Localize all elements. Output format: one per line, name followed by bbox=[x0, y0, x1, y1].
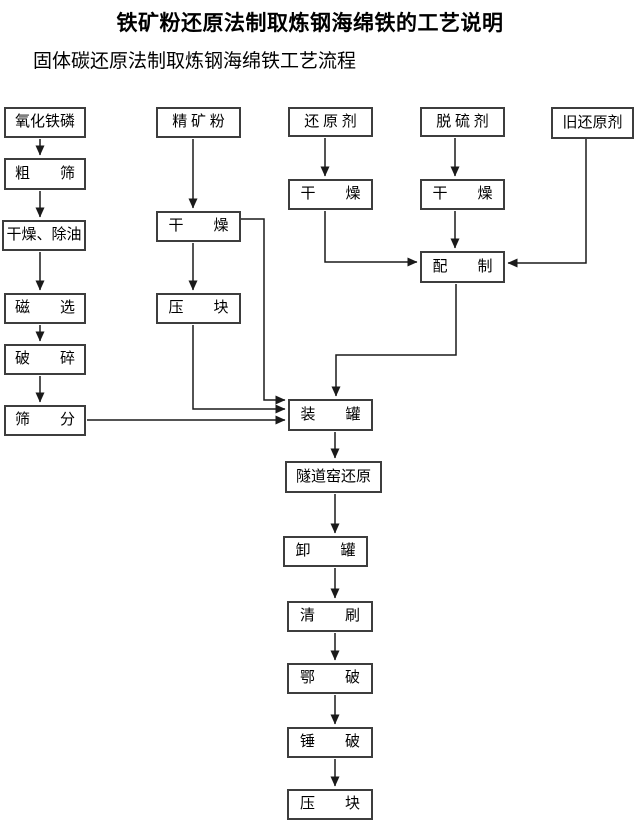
page-subtitle: 固体碳还原法制取炼钢海绵铁工艺流程 bbox=[33, 51, 357, 72]
node-crushing: 破 碎 bbox=[4, 344, 86, 375]
node-brushing: 清 刷 bbox=[287, 601, 373, 632]
node-dry-deoil: 干燥、除油 bbox=[2, 220, 86, 251]
edge-old-reductant-to-blending bbox=[507, 139, 587, 268]
node-old-reductant: 旧还原剂 bbox=[551, 107, 634, 139]
node-canning: 装 罐 bbox=[288, 399, 373, 431]
node-briquetting-b: 压 块 bbox=[287, 789, 373, 820]
node-magnetic-separation: 磁 选 bbox=[4, 293, 86, 324]
node-blending: 配 制 bbox=[420, 251, 505, 283]
node-drying-reductant: 干 燥 bbox=[288, 179, 373, 210]
edge-briquette-to-canning bbox=[192, 325, 286, 414]
node-drying-concentrate: 干 燥 bbox=[156, 211, 241, 242]
node-iron-oxide-scale: 氧化铁磷 bbox=[4, 107, 86, 138]
node-screening: 筛 分 bbox=[4, 405, 86, 436]
node-drying-desulfurizer: 干 燥 bbox=[420, 179, 505, 210]
node-coarse-screen: 粗 筛 bbox=[4, 158, 86, 190]
edge-drying-red-to-blending bbox=[324, 211, 418, 267]
node-jaw-crushing: 鄂 破 bbox=[287, 663, 373, 694]
node-concentrate-powder: 精 矿 粉 bbox=[156, 107, 241, 138]
node-hammer-crushing: 锤 破 bbox=[287, 727, 373, 758]
page-title: 铁矿粉还原法制取炼钢海绵铁的工艺说明 bbox=[116, 11, 504, 35]
node-briquetting-a: 压 块 bbox=[156, 293, 241, 324]
node-reductant: 还 原 剂 bbox=[288, 107, 373, 137]
node-tunnel-kiln-reduction: 隧道窑还原 bbox=[285, 461, 382, 493]
node-decanning: 卸 罐 bbox=[283, 536, 368, 567]
node-desulfurizer: 脱 硫 剂 bbox=[420, 107, 505, 137]
edge-drying-conc-to-canning bbox=[241, 218, 286, 405]
edge-blending-to-canning bbox=[331, 284, 457, 397]
